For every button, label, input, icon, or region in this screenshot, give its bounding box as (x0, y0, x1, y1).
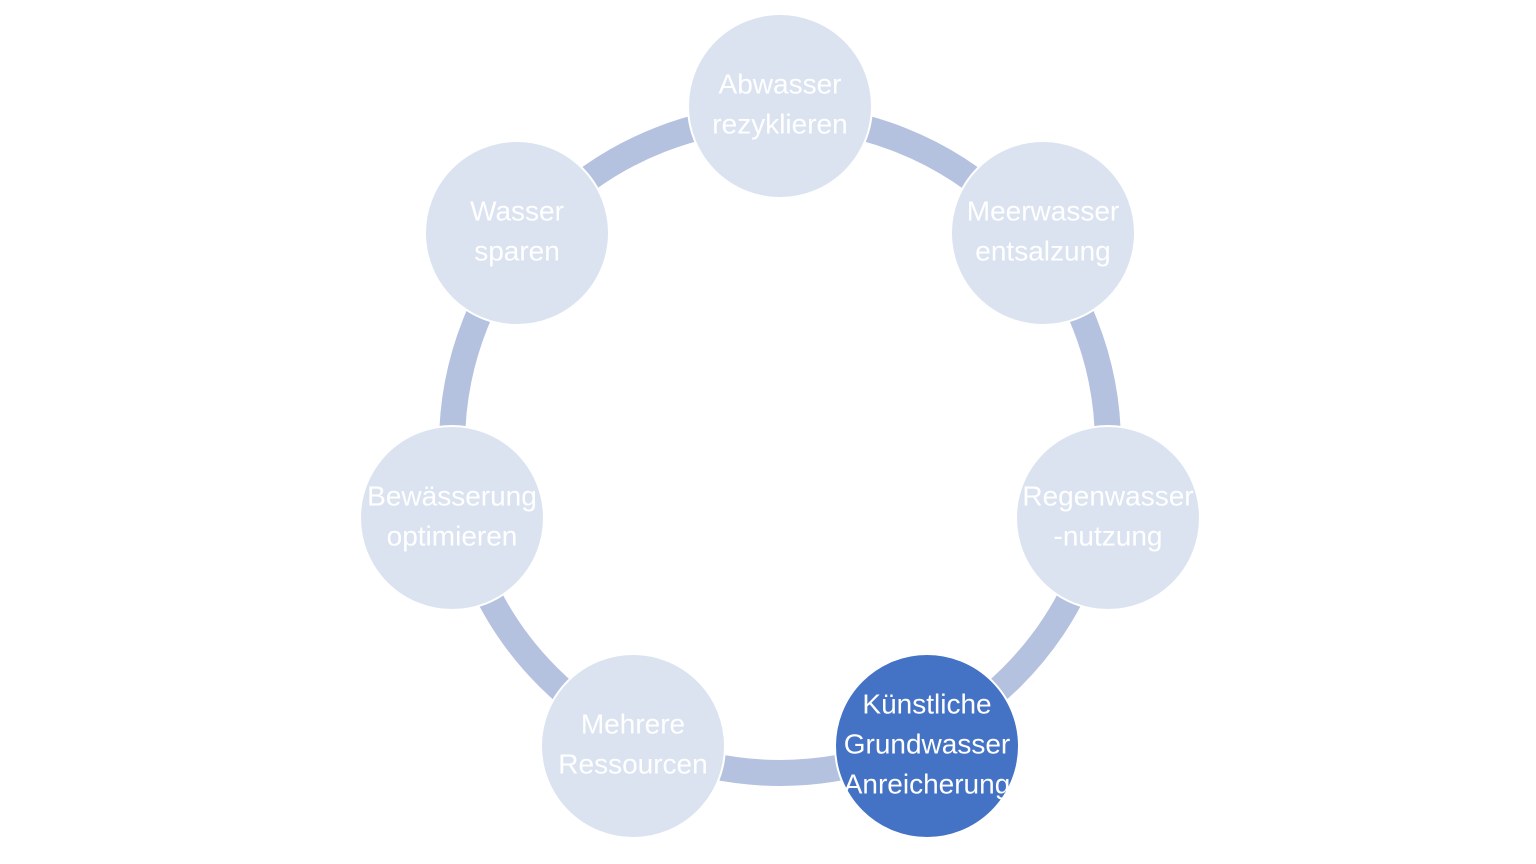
cycle-node-circle (1015, 425, 1201, 611)
cycle-node-circle (424, 140, 610, 326)
cycle-node: Regenwasser -nutzung (1015, 425, 1201, 611)
cycle-node: Bewässerung optimieren (359, 425, 545, 611)
cycle-node: Meerwasser entsalzung (950, 140, 1136, 326)
cycle-node-label: Wasser (470, 195, 564, 226)
cycle-node-label: Ressourcen (558, 748, 707, 779)
cycle-node-circle (687, 13, 873, 199)
cycle-node-circle (950, 140, 1136, 326)
cycle-node-circle-highlighted (834, 653, 1020, 839)
cycle-node-label: sparen (474, 235, 560, 266)
cycle-node: Abwasser rezyklieren (687, 13, 873, 199)
cycle-node-label: optimieren (387, 520, 518, 551)
cycle-node: Wasser sparen (424, 140, 610, 326)
cycle-node-label: Abwasser (719, 68, 842, 99)
cycle-node-label: Mehrere (581, 708, 685, 739)
cycle-node-label: -nutzung (1054, 520, 1163, 551)
cycle-node-label: Anreicherung (844, 768, 1011, 799)
cycle-node-circle (359, 425, 545, 611)
cycle-node-label: Künstliche (862, 688, 991, 719)
cycle-node-label: Regenwasser (1022, 480, 1193, 511)
cycle-node-label: Grundwasser (844, 728, 1011, 759)
cycle-node-label: Bewässerung (367, 480, 537, 511)
cycle-node-circle (540, 653, 726, 839)
cycle-node-label: Meerwasser (967, 195, 1119, 226)
cycle-node-label: rezyklieren (712, 108, 847, 139)
cycle-node-label: entsalzung (975, 235, 1110, 266)
